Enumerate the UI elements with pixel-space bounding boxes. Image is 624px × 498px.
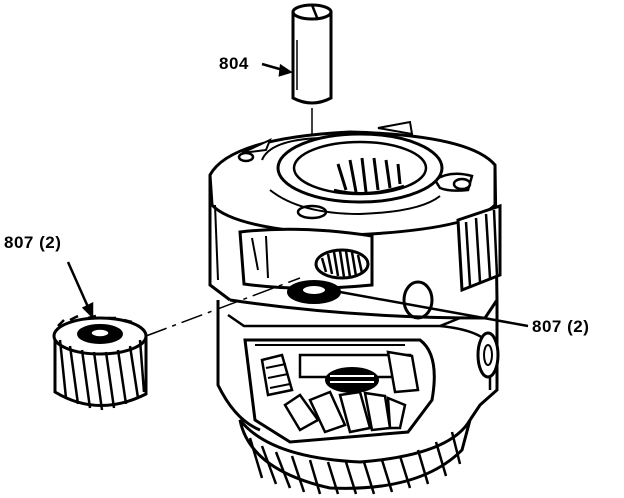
leader-804 xyxy=(261,62,293,77)
label-807-right: 807 (2) xyxy=(532,317,590,336)
leader-807-left xyxy=(66,261,94,320)
pinion-gear-assembly xyxy=(260,350,420,434)
ring-gear xyxy=(238,419,472,495)
leader-807-right xyxy=(339,290,529,328)
label-807-left: 807 (2) xyxy=(4,233,62,252)
label-804: 804 xyxy=(219,54,249,73)
pinion-shaft xyxy=(291,3,333,105)
pinion-gear-left xyxy=(52,314,148,411)
side-gear-upper xyxy=(314,248,370,280)
gear-centerline xyxy=(145,277,301,337)
thrust-washer xyxy=(287,280,341,304)
